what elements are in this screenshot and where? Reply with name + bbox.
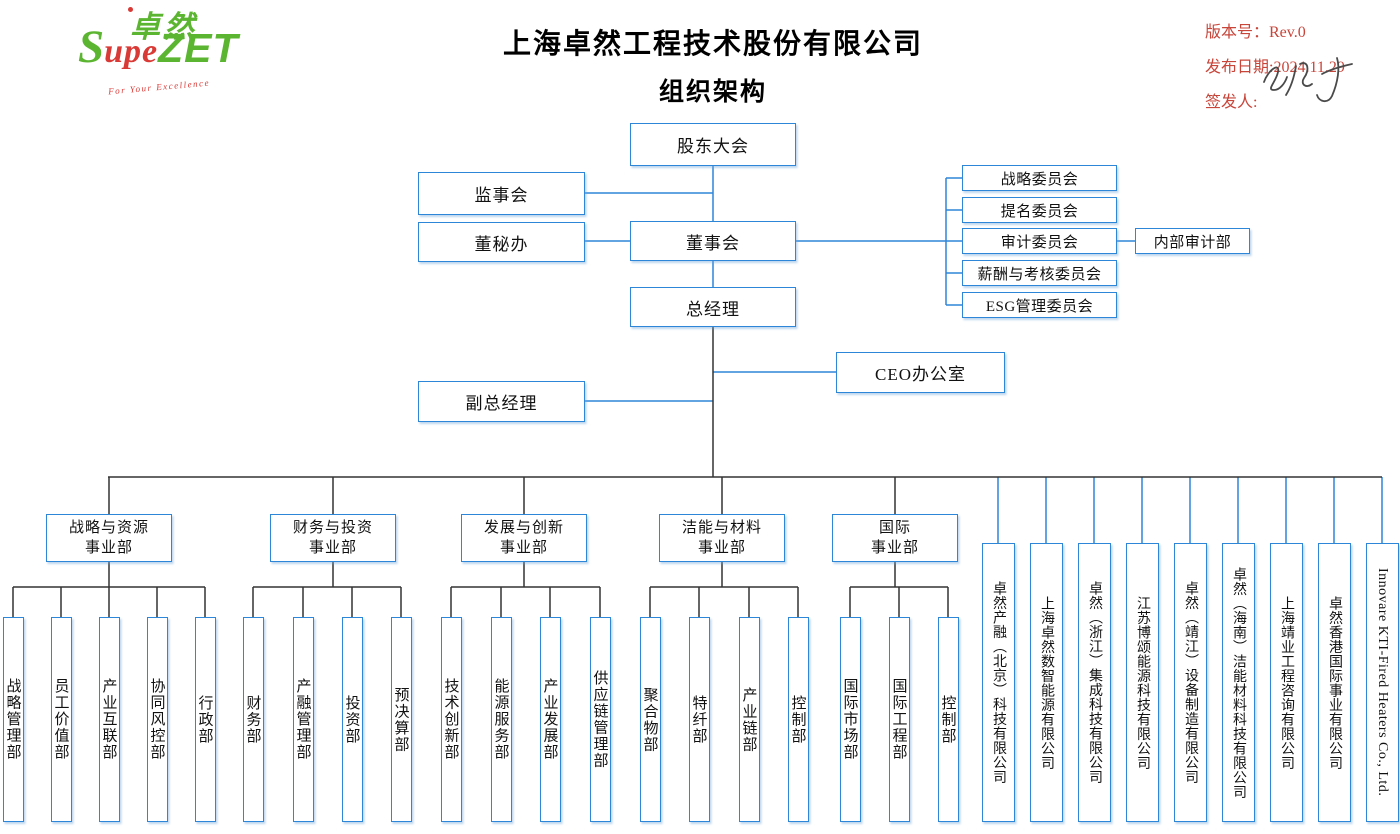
logo-letters-upe: upe <box>104 33 159 70</box>
department-box-1-3: 产业互联部 <box>98 617 120 822</box>
business-unit-box-3: 发展与创新 事业部 <box>461 514 587 562</box>
department-box-2-4: 预决算部 <box>390 617 412 822</box>
page-title: 上海卓然工程技术股份有限公司 组织架构 <box>380 22 1046 108</box>
company-logo: 卓然 S upe ZET For Your Excellence <box>78 4 268 100</box>
committee-box-2: 提名委员会 <box>962 197 1117 223</box>
logo-letter-s: S <box>78 21 105 73</box>
org-box-supervisory-board: 监事会 <box>418 172 585 215</box>
committee-box-4: 薪酬与考核委员会 <box>962 260 1117 286</box>
version-label: 版本号：Rev.0 <box>1205 24 1306 41</box>
logo-accent-dot <box>128 7 133 12</box>
business-unit-box-2: 财务与投资 事业部 <box>270 514 396 562</box>
subsidiary-box-7: 上海靖业工程咨询有限公司 <box>1269 543 1303 822</box>
subsidiary-box-8: 卓然香港国际事业有限公司 <box>1317 543 1351 822</box>
chart-title: 组织架构 <box>658 79 767 106</box>
subsidiary-box-9: Innovare KTI-Fired Heaters Co., Ltd. <box>1365 543 1399 822</box>
department-box-3-4: 供应链管理部 <box>589 617 611 822</box>
committee-box-5: ESG管理委员会 <box>962 292 1117 318</box>
org-box-board-secretary-office: 董秘办 <box>418 222 585 262</box>
logo-latin: S upe ZET <box>78 24 239 71</box>
org-box-internal-audit: 内部审计部 <box>1135 228 1250 254</box>
subsidiary-box-6: 卓然（海南）洁能材料科技有限公司 <box>1221 543 1255 822</box>
department-box-3-3: 产业发展部 <box>539 617 561 822</box>
subsidiary-box-3: 卓然（浙江）集成科技有限公司 <box>1077 543 1111 822</box>
department-box-1-4: 协同风控部 <box>146 617 168 822</box>
org-box-ceo-office: CEO办公室 <box>836 352 1005 393</box>
business-unit-box-5: 国际 事业部 <box>832 514 958 562</box>
subsidiary-box-4: 江苏博颂能源科技有限公司 <box>1125 543 1159 822</box>
logo-tagline: For Your Excellence <box>107 77 211 97</box>
department-box-3-2: 能源服务部 <box>490 617 512 822</box>
subsidiary-box-5: 卓然（靖江）设备制造有限公司 <box>1173 543 1207 822</box>
logo-letters-zet: ZET <box>158 25 239 71</box>
department-box-4-4: 控制部 <box>787 617 809 822</box>
department-box-5-1: 国际市场部 <box>839 617 861 822</box>
department-box-3-1: 技术创新部 <box>440 617 462 822</box>
org-box-board: 董事会 <box>630 221 796 261</box>
department-box-1-5: 行政部 <box>194 617 216 822</box>
business-unit-box-4: 洁能与材料 事业部 <box>659 514 785 562</box>
issuer-signature <box>1263 57 1353 103</box>
department-box-1-2: 员工价值部 <box>50 617 72 822</box>
department-box-4-3: 产业链部 <box>738 617 760 822</box>
subsidiary-box-2: 上海卓然数智能源有限公司 <box>1029 543 1063 822</box>
department-box-2-3: 投资部 <box>341 617 363 822</box>
org-box-shareholders: 股东大会 <box>630 123 796 166</box>
issuer-label: 签发人: <box>1205 94 1258 111</box>
department-box-4-2: 特纤部 <box>688 617 710 822</box>
department-box-4-1: 聚合物部 <box>639 617 661 822</box>
org-box-deputy-general-manager: 副总经理 <box>418 381 585 422</box>
logo-cn-text: 卓然 <box>130 11 198 44</box>
subsidiary-box-1: 卓然产融（北京）科技有限公司 <box>981 543 1015 822</box>
committee-box-1: 战略委员会 <box>962 165 1117 191</box>
department-box-5-3: 控制部 <box>937 617 959 822</box>
org-box-general-manager: 总经理 <box>630 287 796 327</box>
department-box-1-1: 战略管理部 <box>2 617 24 822</box>
department-box-5-2: 国际工程部 <box>888 617 910 822</box>
committee-box-3: 审计委员会 <box>962 228 1117 254</box>
business-unit-box-1: 战略与资源 事业部 <box>46 514 172 562</box>
department-box-2-2: 产融管理部 <box>292 617 314 822</box>
department-box-2-1: 财务部 <box>242 617 264 822</box>
company-title: 上海卓然工程技术股份有限公司 <box>502 29 923 60</box>
